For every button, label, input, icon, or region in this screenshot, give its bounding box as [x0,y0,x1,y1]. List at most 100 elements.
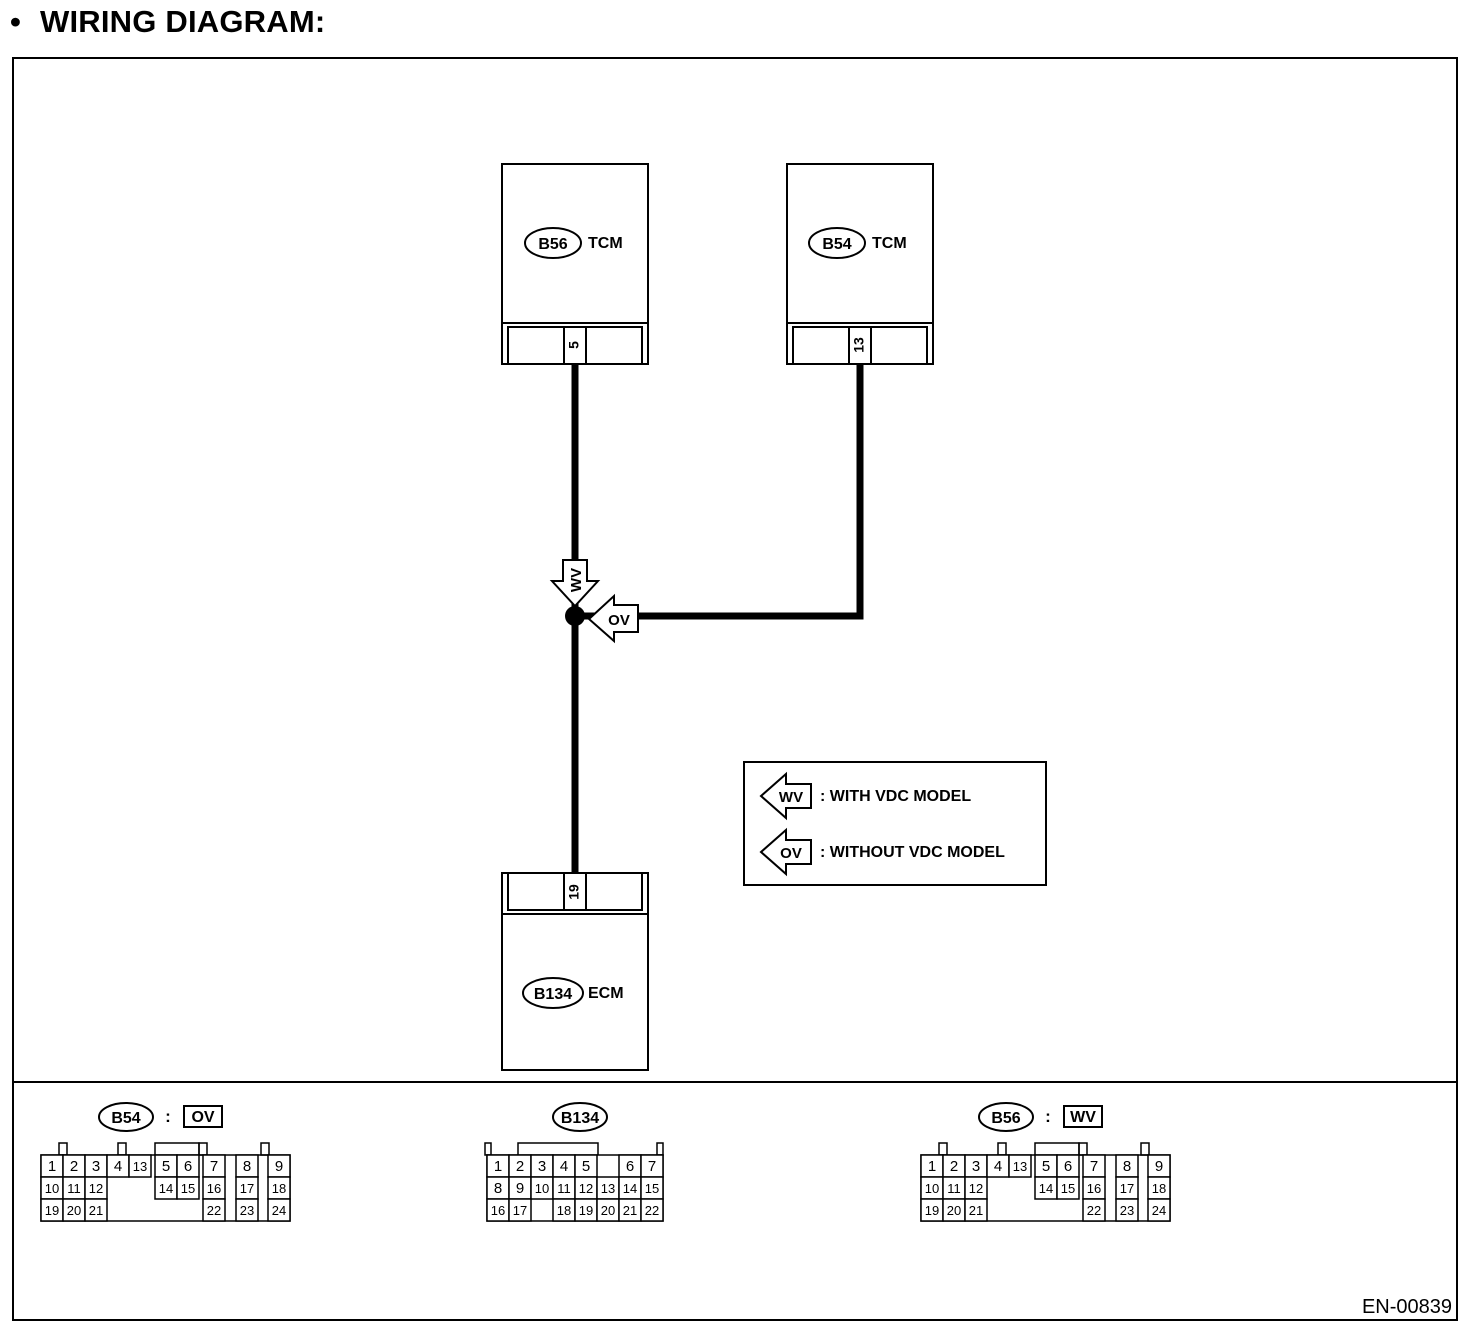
connector-pin-number: 18 [1152,1181,1166,1196]
connector-pin-number: 2 [950,1158,958,1175]
connector-pin-number: 17 [240,1181,254,1196]
connector-pin-number: 18 [557,1203,571,1218]
connector-view-id: B56 [991,1110,1020,1127]
connector-lock-key [198,1142,208,1156]
connector-latch-bridge [1034,1142,1080,1155]
connector-pin-number: 4 [994,1158,1002,1175]
legend-item-wv: WV : WITH VDC MODEL [759,771,971,821]
legend-item-ov: OV : WITHOUT VDC MODEL [759,827,1005,877]
connector-pin-number: 7 [648,1158,656,1175]
b134-pin-number: 19 [566,884,582,900]
legend-box [743,761,1047,886]
connector-pin-number: 6 [626,1158,634,1175]
connector-pin-cell [964,1198,988,1222]
connector-lock-key [260,1142,270,1156]
connector-pin-number: 9 [516,1180,524,1197]
connector-pin-number: 15 [645,1181,659,1196]
connector-pin-number: 11 [557,1181,571,1196]
connector-lock-key [1078,1142,1088,1156]
connector-pin-number: 1 [928,1158,936,1175]
b54-connector-id: B54 [822,236,851,253]
connector-pin-cell [1082,1198,1106,1222]
b54-pin-number: 13 [851,337,867,353]
connector-pin-number: 16 [491,1203,505,1218]
connector-pin-cell [267,1198,291,1222]
connector-lock-key [938,1142,948,1156]
connector-view-variant-box [1063,1105,1103,1128]
connector-pin-number: 19 [925,1203,939,1218]
connector-lock-key [117,1142,127,1156]
connector-pin-number: 20 [67,1203,81,1218]
connector-pin-number: 23 [1120,1203,1134,1218]
legend-wv-code: WV [779,789,803,806]
connector-pin-cell [1056,1176,1080,1200]
b134-connector-id-oval [522,977,584,1009]
connector-pin-number: 13 [1013,1159,1027,1174]
connector-pin-number: 14 [159,1181,173,1196]
connector-pin-number: 24 [272,1203,286,1218]
b56-connector-id: B56 [538,236,567,253]
legend-wv-arrow-icon [759,771,812,821]
connector-pin-number: 15 [181,1181,195,1196]
connector-pin-cell [1147,1198,1171,1222]
connector-view-variant: WV [1070,1109,1096,1126]
connector-pin-cell [84,1198,108,1222]
connector-pin-number: 12 [89,1181,103,1196]
connector-pin-number: 14 [1039,1181,1053,1196]
tcm-b54-unit: B54 TCM 13 [786,163,934,365]
connector-view-separator: : [1045,1107,1051,1126]
heading-text: WIRING DIAGRAM: [40,4,326,39]
connector-lock-key [58,1142,68,1156]
connector-pin-number: 4 [560,1158,568,1175]
connector-pin-number: 16 [207,1181,221,1196]
connector-pin-number: 10 [925,1181,939,1196]
diagram-heading: •WIRING DIAGRAM: [10,4,325,40]
connector-pin-number: 1 [48,1158,56,1175]
legend-ov-arrow-icon [759,827,812,877]
connector-pin-number: 13 [133,1159,147,1174]
connector-pin-number: 3 [538,1158,546,1175]
figure-code: EN-00839 [1362,1296,1452,1318]
connector-pin-number: 21 [969,1203,983,1218]
connector-pin-number: 21 [623,1203,637,1218]
b56-unit-name: TCM [588,235,623,252]
connector-pin-number: 10 [45,1181,59,1196]
connector-pin-number: 13 [601,1181,615,1196]
connector-pin-number: 21 [89,1203,103,1218]
connector-pin-number: 8 [1123,1158,1131,1175]
connector-pin-number: 19 [45,1203,59,1218]
legend-ov-text: : WITHOUT VDC MODEL [820,844,1005,861]
connector-pin-number: 2 [70,1158,78,1175]
legend-wv-text: : WITH VDC MODEL [820,788,971,805]
connector-pin-number: 12 [579,1181,593,1196]
ov-branch-marker: OV [587,593,639,644]
connector-lock-key [1140,1142,1150,1156]
connector-pin-cell [508,1198,532,1222]
connector-pin-number: 20 [601,1203,615,1218]
connector-lock-key [997,1142,1007,1156]
ecm-b134-unit: B134 ECM 19 [501,872,649,1071]
connector-view-id: B54 [111,1110,140,1127]
connector-pin-number: 2 [516,1158,524,1175]
connector-view-id: B134 [561,1110,599,1127]
connector-pin-number: 22 [645,1203,659,1218]
connector-pin-number: 11 [947,1181,961,1196]
connector-pin-number: 9 [1155,1158,1163,1175]
connector-pin-number: 7 [1090,1158,1098,1175]
legend-ov-code: OV [780,845,802,862]
connector-pin-number: 8 [243,1158,251,1175]
connector-pin-cell [1115,1198,1139,1222]
b54-connector-id-oval [808,227,866,259]
connector-pin-number: 10 [535,1181,549,1196]
connector-pin-cell [176,1176,200,1200]
connector-pin-cell [640,1198,664,1222]
connector-pin-number: 23 [240,1203,254,1218]
b134-connector-id: B134 [534,986,572,1003]
connector-pin-number: 17 [1120,1181,1134,1196]
connector-pin-number: 3 [972,1158,980,1175]
connector-pin-number: 8 [494,1180,502,1197]
